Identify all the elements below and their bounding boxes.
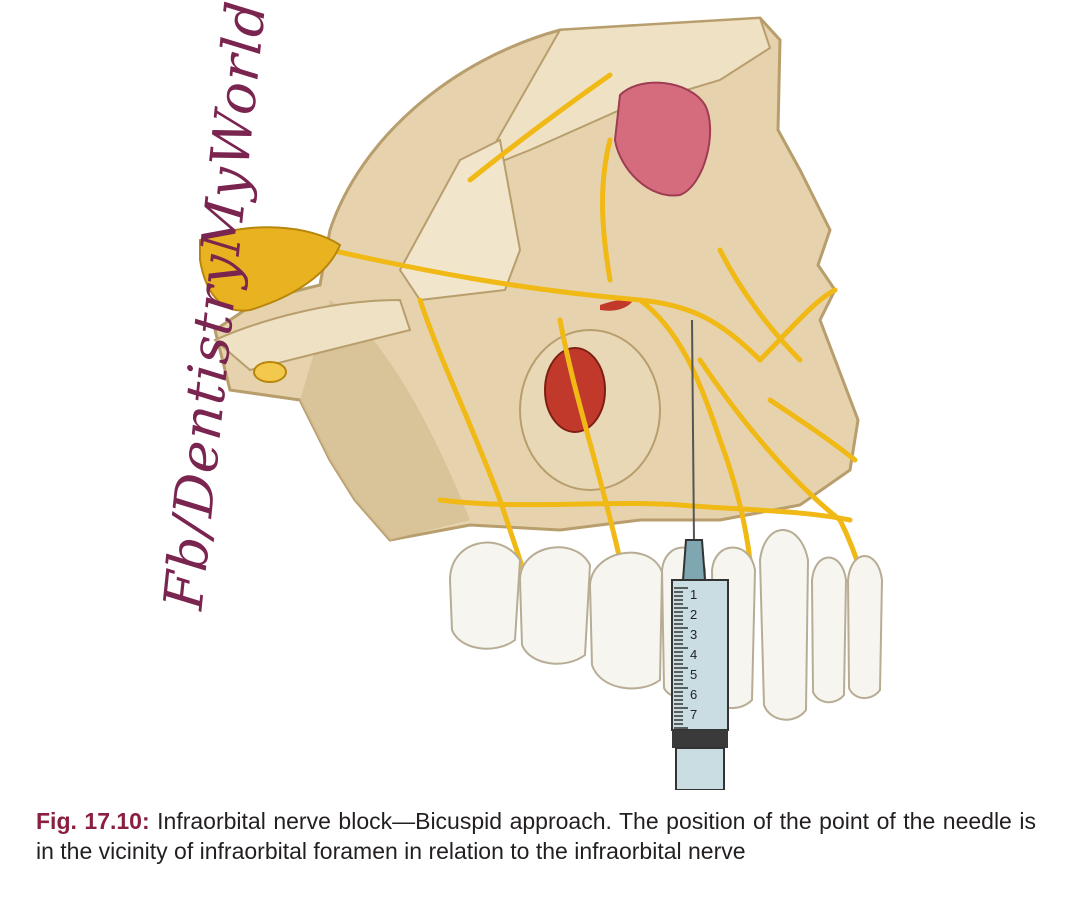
needle-hub [681,539,707,581]
pterygopalatine-ganglion [199,226,342,312]
figure-caption: Fig. 17.10: Infraorbital nerve block—Bic… [36,806,1036,866]
scale-mark-5: 5 [690,667,697,682]
tooth-incisor-central [846,555,884,699]
scale-mark-7: 7 [690,707,697,722]
infraorbital-nerve-block-illustration: 1 2 3 4 5 6 7 [199,16,884,790]
zygomatic-nerve [467,72,613,183]
trigeminal-nerve-branches [327,72,878,643]
skull-shadow [300,300,470,540]
syringe-plunger [675,747,725,790]
tooth-incisor-lateral [810,556,848,704]
nasal-branch [717,247,803,363]
labial-branch-lower [767,397,858,463]
scale-mark-3: 3 [690,627,697,642]
scale-mark-6: 6 [690,687,697,702]
lacrimal-gland [613,81,712,197]
middle-superior-alveolar-nerve [557,317,623,563]
scale-mark-2: 2 [690,607,697,622]
tooth-molar-3 [448,541,522,650]
syringe-scale-ticks [674,587,688,729]
dental-plexus [437,497,853,523]
maxillary-teeth [448,529,884,721]
zygomatic-process [213,298,412,372]
scale-mark-1: 1 [690,587,697,602]
scale-mark-4: 4 [690,647,697,662]
needle [691,319,695,543]
tooth-molar-2 [518,546,592,665]
syringe-plunger-seal [672,730,728,748]
posterior-superior-alveolar-nerve [417,297,533,593]
lacrimal-branch [600,137,613,283]
labial-branch-upper [757,287,838,363]
syringe-barrel [671,579,729,731]
infraorbital-nerve [637,297,753,563]
tooth-molar-1 [588,551,664,690]
syringe: 1 2 3 4 5 6 7 [671,319,729,790]
lateral-pterygoid-plate [398,138,522,302]
artery-segment [600,299,632,311]
figure-caption-text: Infraorbital nerve block—Bicuspid approa… [36,808,1036,864]
infraorbital-foramen-marker [253,361,287,383]
tooth-canine [758,529,810,721]
maxillary-nerve [327,247,763,363]
figure-label: Fig. 17.10: [36,808,150,834]
